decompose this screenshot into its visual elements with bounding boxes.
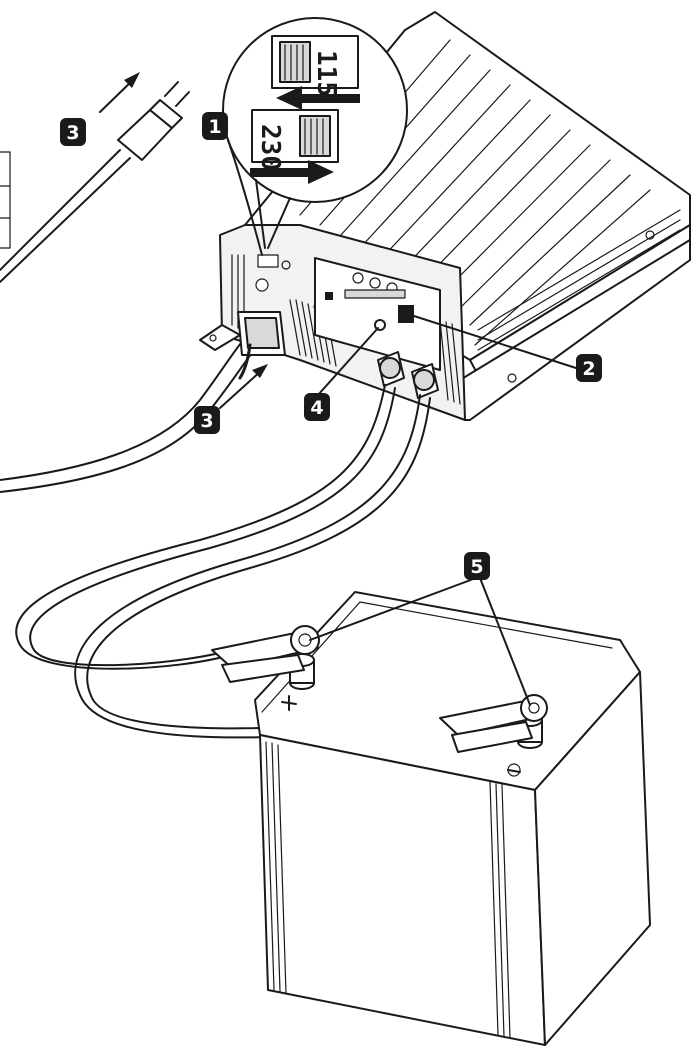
arrow-left-icon [276, 86, 302, 110]
ac-plug [111, 81, 190, 161]
battery-clamps [211, 625, 548, 753]
callout-4-label: 4 [310, 397, 323, 419]
arrow-right-icon [308, 160, 334, 184]
callout-5-label: 5 [470, 556, 483, 578]
callout-badge-5: 5 [464, 552, 490, 580]
switch-230-label: 230 [255, 124, 285, 171]
battery [254, 591, 651, 1046]
switch-115-label: 115 [311, 50, 341, 97]
callout-3-bottom-label: 3 [200, 410, 213, 432]
ac-inlet [237, 311, 286, 380]
callout-leaders [219, 139, 577, 706]
switch-230-group: 230 [250, 109, 339, 184]
callout-badge-1: 1 [202, 112, 228, 140]
voltage-switch-magnifier: 115 230 [222, 17, 408, 249]
callout-2-label: 2 [582, 358, 595, 380]
switch-115-group: 115 [271, 35, 360, 110]
dc-cable-glands [377, 351, 439, 399]
callout-badge-3-bottom: 3 [194, 406, 220, 434]
callout-3-top-label: 3 [66, 122, 79, 144]
callout-1-label: 1 [208, 116, 221, 138]
partial-table-edge [0, 151, 11, 249]
charger-front-panel [199, 224, 466, 421]
callout-badge-3-top: 3 [60, 118, 86, 146]
plug-direction-arrow [99, 72, 140, 113]
callout-badge-4: 4 [304, 393, 330, 421]
callout-badge-2: 2 [576, 354, 602, 382]
dc-cables [15, 384, 456, 739]
